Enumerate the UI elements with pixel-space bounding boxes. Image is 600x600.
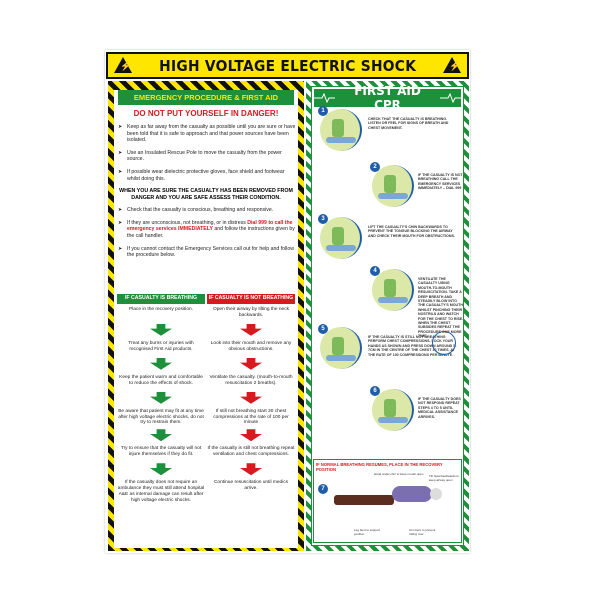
rescuer-figure bbox=[332, 337, 344, 355]
high-voltage-warning-icon: ⚡ bbox=[114, 57, 132, 73]
step-text: If the casualty is still not breathing r… bbox=[207, 446, 295, 457]
step-text: Be aware that patient may fit at any tim… bbox=[118, 408, 204, 426]
step-text: Lift the casualty's chin backwards to pr… bbox=[368, 225, 455, 238]
casualty-figure bbox=[378, 297, 408, 303]
annotation: Hand under chin to keep mouth open bbox=[374, 472, 424, 476]
down-arrow-icon bbox=[150, 391, 172, 404]
annotation: Leg bent to support position bbox=[354, 528, 380, 537]
step-number: 4 bbox=[370, 266, 380, 276]
down-arrow-icon bbox=[240, 323, 262, 336]
down-arrow-icon bbox=[150, 323, 172, 336]
casualty-figure bbox=[326, 355, 356, 361]
casualty-figure bbox=[378, 417, 408, 423]
step-number: 2 bbox=[370, 162, 380, 172]
annotation: Tilt head backwards to keep airway open bbox=[429, 474, 459, 483]
rescuer-figure bbox=[384, 175, 396, 193]
page-title: HIGH VOLTAGE ELECTRIC SHOCK bbox=[158, 56, 416, 75]
step-text: If the casualty is not breathing call th… bbox=[418, 173, 463, 191]
step-number: 5 bbox=[318, 324, 328, 334]
bullet-text: and follow the instructions given by the… bbox=[127, 226, 295, 239]
rescuer-figure bbox=[384, 399, 396, 417]
step-number: 3 bbox=[318, 214, 328, 224]
rescuer-figure bbox=[332, 227, 344, 245]
step-text: Open their airway by tilting the neck ba… bbox=[213, 306, 289, 318]
down-arrow-icon bbox=[240, 391, 262, 404]
step-number: 1 bbox=[318, 106, 328, 116]
cpr-heading-bar: FIRST AID CPR bbox=[314, 84, 461, 112]
step-text: Treat any burns or injuries with recogni… bbox=[128, 340, 194, 352]
not-breathing-column: IF CASUALTY IS NOT BREATHING Open their … bbox=[207, 294, 295, 494]
step-text: If the casualty is still not breathing p… bbox=[368, 335, 457, 357]
dial-999-text: Dial 999 to call the emergency services … bbox=[127, 219, 293, 233]
annotation: Arm bent to prevent rolling over bbox=[409, 528, 436, 537]
rescuer-figure bbox=[384, 279, 396, 297]
step-text: Ventilate the casualty using mouth-to-mo… bbox=[418, 277, 464, 339]
down-arrow-icon bbox=[240, 357, 262, 370]
recovery-position-box: IF NORMAL BREATHING RESUMES, PLACE IN TH… bbox=[313, 459, 462, 543]
title-banner: ⚡ HIGH VOLTAGE ELECTRIC SHOCK ⚡ bbox=[106, 52, 469, 79]
casualty-figure bbox=[326, 137, 356, 143]
heartbeat-icon bbox=[314, 93, 336, 103]
breathing-column: IF CASUALTY IS BREATHING Place in the re… bbox=[117, 294, 205, 503]
breathing-header: IF CASUALTY IS BREATHING bbox=[117, 294, 205, 304]
step-text: Continue resuscitation until medics arri… bbox=[213, 480, 289, 491]
first-aid-cpr-panel: FIRST AID CPR 1Check that the casualty i… bbox=[306, 81, 469, 551]
bullet: Check that the casualty is conscious, br… bbox=[118, 207, 298, 214]
step-text: Check that the casualty is breathing. Li… bbox=[368, 117, 449, 130]
danger-warning: DO NOT PUT YOURSELF IN DANGER! bbox=[133, 109, 279, 118]
bullet: If they are unconscious, not breathing, … bbox=[118, 220, 298, 240]
step-text: Keep the patient warm and comfortable to… bbox=[119, 374, 203, 386]
down-arrow-icon bbox=[240, 463, 262, 476]
down-arrow-icon bbox=[240, 429, 262, 442]
panel-heading: EMERGENCY PROCEDURE & FIRST AID bbox=[118, 90, 294, 105]
high-voltage-warning-icon: ⚡ bbox=[443, 57, 461, 73]
step-number: 7 bbox=[318, 484, 328, 494]
recovery-figure-body bbox=[392, 486, 432, 502]
bullet: Keep as far away from the casualty as po… bbox=[118, 124, 298, 144]
step-text: If still not breathing start 30 chest co… bbox=[213, 408, 289, 426]
emergency-procedure-panel: EMERGENCY PROCEDURE & FIRST AID DO NOT P… bbox=[108, 81, 304, 551]
not-breathing-header: IF CASUALTY IS NOT BREATHING bbox=[207, 294, 295, 304]
step-text: If the casualty does not respond repeat … bbox=[418, 397, 461, 419]
bullet: If possible wear dielectric protective g… bbox=[118, 169, 298, 182]
cpr-heading: FIRST AID CPR bbox=[354, 84, 421, 112]
casualty-figure bbox=[378, 193, 408, 199]
recovery-heading: IF NORMAL BREATHING RESUMES, PLACE IN TH… bbox=[316, 462, 443, 472]
bullet: If you cannot contact the Emergency Serv… bbox=[118, 246, 298, 259]
step-text: If the casualty does not require an ambu… bbox=[117, 480, 205, 503]
down-arrow-icon bbox=[150, 463, 172, 476]
assess-subheading: WHEN YOU ARE SURE THE CASUALTY HAS BEEN … bbox=[119, 188, 293, 201]
heartbeat-icon bbox=[439, 93, 461, 103]
step-text: Place in the recovery position. bbox=[129, 306, 193, 312]
recovery-figure-head bbox=[430, 488, 442, 500]
down-arrow-icon bbox=[150, 357, 172, 370]
step-text: Look into their mouth and remove any obv… bbox=[210, 340, 292, 352]
bullet-text: If they are unconscious, not breathing, … bbox=[127, 219, 246, 226]
bullet: Use an Insulated Rescue Pole to move the… bbox=[118, 150, 298, 163]
casualty-figure bbox=[326, 245, 356, 251]
down-arrow-icon bbox=[150, 429, 172, 442]
recovery-figure-legs bbox=[334, 495, 394, 505]
step-text: Ventilate the casualty. (mouth-to-mouth … bbox=[209, 374, 293, 386]
step-text: Try to ensure that the casualty will not… bbox=[120, 446, 202, 457]
step-number: 6 bbox=[370, 386, 380, 396]
rescuer-figure bbox=[332, 119, 344, 137]
locked-hands-inset bbox=[432, 331, 456, 355]
